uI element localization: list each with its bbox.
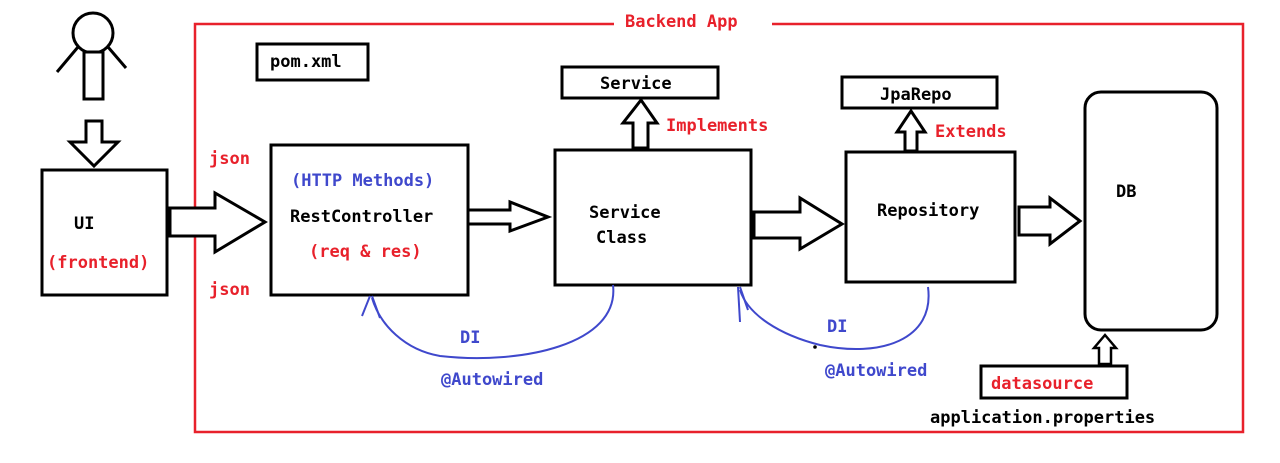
service-class-label-line2: Class xyxy=(596,228,648,248)
service-interface-box xyxy=(560,65,720,100)
ui-label: UI xyxy=(74,214,95,234)
di-arrowhead-left xyxy=(361,295,381,319)
application-properties-label: application.properties xyxy=(930,408,1156,428)
service-class-box xyxy=(553,148,753,287)
ui-box xyxy=(40,168,169,297)
di-right-label: DI xyxy=(827,317,848,337)
ui-frontend-label: (frontend) xyxy=(47,253,150,273)
di-curve-left xyxy=(371,284,615,359)
repository-label: Repository xyxy=(877,201,980,221)
di-arrowhead-right xyxy=(737,286,749,323)
datasource-label: datasource xyxy=(991,374,1094,394)
repository-box xyxy=(844,150,1017,284)
pom-xml-box xyxy=(255,42,370,82)
service-interface-label: Service xyxy=(600,74,672,94)
json-bottom-label: json xyxy=(209,280,250,300)
pom-xml-label: pom.xml xyxy=(270,52,342,72)
extends-arrow xyxy=(894,108,928,153)
extends-label: Extends xyxy=(935,122,1007,142)
rest-controller-box xyxy=(269,143,470,297)
service-to-repository-arrow xyxy=(752,195,845,252)
backend-app-title: Backend App xyxy=(625,12,738,32)
jparepo-label: JpaRepo xyxy=(880,85,952,105)
repository-to-db-arrow xyxy=(1017,194,1083,248)
stray-dot xyxy=(813,345,817,349)
db-label: DB xyxy=(1116,182,1137,202)
json-top-label: json xyxy=(209,149,250,169)
di-left-label: DI xyxy=(460,328,481,348)
service-class-label-line1: Service xyxy=(589,203,661,223)
implements-arrow xyxy=(619,97,660,150)
autowired-right-label: @Autowired xyxy=(825,361,928,381)
jparepo-box xyxy=(840,75,999,110)
user-stick-figure-icon xyxy=(55,11,128,101)
autowired-left-label: @Autowired xyxy=(441,370,544,390)
req-res-label: (req & res) xyxy=(309,242,422,262)
ui-to-controller-arrow xyxy=(168,190,268,255)
datasource-to-db-arrow xyxy=(1091,333,1119,366)
user-to-ui-arrow xyxy=(66,119,122,169)
backend-app-frame xyxy=(193,22,1245,434)
controller-to-service-arrow xyxy=(466,199,553,234)
http-methods-label: (HTTP Methods) xyxy=(291,171,435,191)
datasource-box xyxy=(979,364,1129,400)
implements-label: Implements xyxy=(666,116,769,136)
db-box xyxy=(1083,90,1219,332)
di-curve-right xyxy=(739,286,930,351)
rest-controller-label: RestController xyxy=(290,207,434,227)
